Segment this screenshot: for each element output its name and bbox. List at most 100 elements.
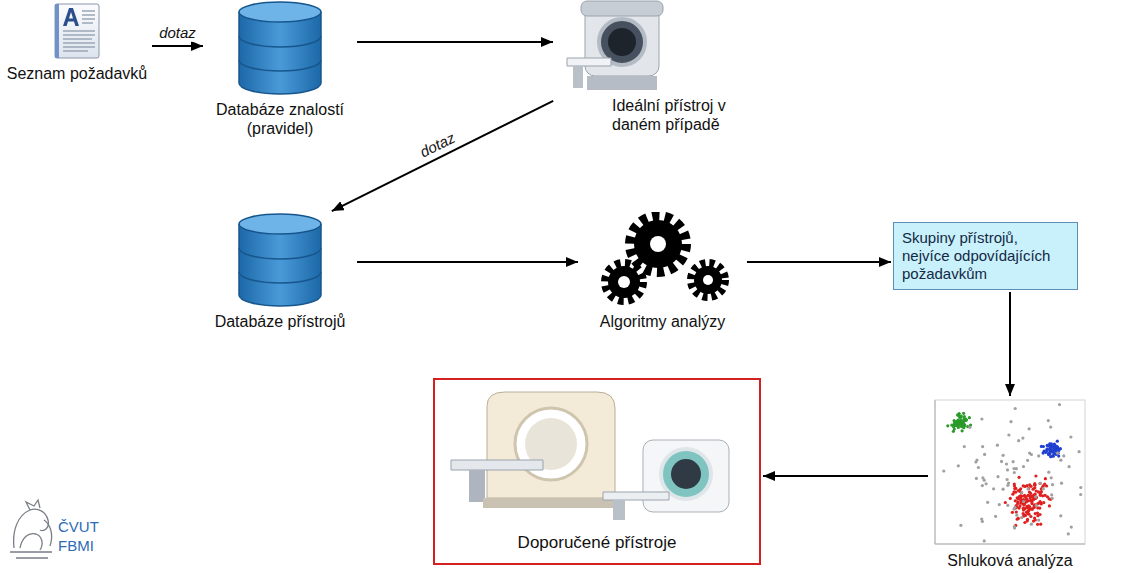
data-point xyxy=(1017,517,1020,520)
gear xyxy=(691,263,725,297)
data-point xyxy=(1017,489,1020,492)
data-point xyxy=(1035,496,1038,499)
mri-closed-part xyxy=(643,440,729,512)
document-icon-part xyxy=(55,4,59,58)
data-point xyxy=(1012,460,1015,463)
data-point xyxy=(1014,491,1017,494)
data-point xyxy=(1014,487,1017,490)
data-point xyxy=(1079,493,1082,496)
data-point xyxy=(1051,483,1054,486)
device-node: Ideální přístroj v daném případě xyxy=(555,0,755,134)
data-point xyxy=(1057,452,1060,455)
data-point xyxy=(954,421,957,424)
data-point xyxy=(1053,447,1056,450)
mri-closed xyxy=(603,440,729,520)
data-point xyxy=(1005,462,1008,465)
database-node: Databáze znalostí (pravidel) xyxy=(205,0,355,138)
data-point xyxy=(1029,515,1032,518)
node-label: Databáze znalostí (pravidel) xyxy=(205,100,355,138)
data-point xyxy=(1051,497,1054,500)
mri-scanner-part xyxy=(573,66,583,88)
university-logo-part xyxy=(14,509,49,548)
university-logo-part xyxy=(44,520,52,546)
document-icon-part xyxy=(63,8,79,26)
data-point xyxy=(975,459,978,462)
data-point xyxy=(1022,465,1025,468)
logo-text: FBMI xyxy=(58,537,94,555)
mri-scanner-part xyxy=(581,1,663,16)
data-point xyxy=(1026,512,1029,515)
data-point xyxy=(1045,448,1048,451)
data-point xyxy=(942,469,945,472)
data-point xyxy=(968,416,971,419)
database-cylinder-part xyxy=(239,214,321,234)
data-point xyxy=(1047,471,1050,474)
cluster-node: Shluková analýza xyxy=(930,398,1090,570)
data-point xyxy=(1007,433,1010,436)
data-point xyxy=(956,413,959,416)
data-point xyxy=(959,424,962,427)
data-point xyxy=(1016,496,1019,499)
data-point xyxy=(1053,447,1056,450)
data-point xyxy=(1057,449,1060,452)
data-point xyxy=(961,421,964,424)
node-label: Shluková analýza xyxy=(930,551,1090,570)
data-point xyxy=(1042,484,1045,487)
data-point xyxy=(1019,494,1022,497)
database-cylinder-part xyxy=(239,248,321,283)
data-point xyxy=(992,487,995,490)
data-point xyxy=(1014,407,1017,410)
document-icon xyxy=(52,2,102,60)
data-point xyxy=(1006,504,1009,507)
data-point xyxy=(1020,516,1023,519)
data-point xyxy=(994,515,997,518)
data-point xyxy=(1050,493,1053,496)
data-point xyxy=(1056,452,1059,455)
document-icon-part xyxy=(55,4,99,58)
data-point xyxy=(1036,523,1039,526)
data-point xyxy=(1002,488,1005,491)
data-point xyxy=(1027,509,1030,512)
scatter-plot xyxy=(932,398,1088,548)
data-point xyxy=(950,424,953,427)
mri-closed-part xyxy=(613,500,625,520)
data-point xyxy=(1058,403,1061,406)
data-point xyxy=(1037,454,1040,457)
data-point xyxy=(1007,481,1010,484)
data-point xyxy=(1039,523,1042,526)
data-point xyxy=(960,421,963,424)
data-point xyxy=(1030,523,1033,526)
data-point xyxy=(1033,516,1036,519)
data-point xyxy=(1044,477,1047,480)
data-point xyxy=(1013,471,1016,474)
data-point xyxy=(1069,435,1072,438)
data-point xyxy=(959,524,962,527)
data-point xyxy=(963,445,966,448)
data-point xyxy=(1023,521,1026,524)
data-point xyxy=(1022,484,1025,487)
data-point xyxy=(1042,487,1045,490)
gear xyxy=(605,263,643,301)
data-point xyxy=(981,520,984,523)
data-point xyxy=(1030,453,1033,456)
data-point xyxy=(954,424,957,427)
mri-scanner-part xyxy=(567,58,611,66)
data-point xyxy=(1034,484,1037,487)
flow-arrow xyxy=(332,101,553,211)
data-point xyxy=(1051,454,1054,457)
data-point xyxy=(1047,419,1050,422)
data-point xyxy=(986,501,989,504)
mri-open xyxy=(451,392,619,508)
data-point xyxy=(1000,460,1003,463)
data-point xyxy=(1053,447,1056,450)
gear xyxy=(630,216,686,272)
mri-open-part xyxy=(487,392,615,498)
data-point xyxy=(1059,459,1062,462)
data-point xyxy=(1050,476,1053,479)
data-point xyxy=(1049,426,1052,429)
data-point xyxy=(1079,486,1082,489)
data-point xyxy=(1015,511,1018,514)
data-point xyxy=(1039,482,1042,485)
data-point xyxy=(1070,526,1073,529)
data-point xyxy=(1013,487,1016,490)
